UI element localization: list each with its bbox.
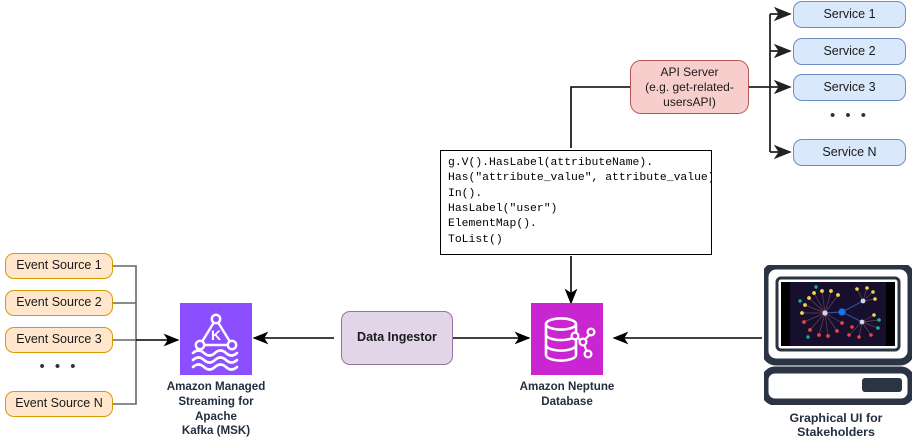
amazon-msk-label: Amazon Managed Streaming for Apache Kafk… [156, 380, 276, 439]
neptune-label-line1: Amazon Neptune [519, 380, 615, 393]
wire-api-to-services [749, 6, 792, 160]
amazon-neptune-icon [531, 303, 603, 375]
msk-label-line2: Streaming for Apache [178, 394, 254, 423]
service-label: Service N [822, 144, 877, 159]
service-label: Service 1 [823, 6, 876, 21]
gremlin-query-code: g.V().HasLabel(attributeName). Has("attr… [448, 157, 712, 246]
event-source-label: Event Source 2 [16, 295, 102, 310]
service-box-n[interactable]: Service N [793, 139, 906, 166]
amazon-msk-icon: K [180, 303, 252, 375]
neptune-label-line2: Database [541, 394, 593, 408]
wire-event-sources-to-msk [113, 265, 180, 405]
service-box-3[interactable]: Service 3 [793, 74, 906, 101]
services-ellipsis: • • • [793, 104, 906, 126]
stakeholder-monitor-illustration [761, 262, 915, 406]
msk-label-line1: Amazon Managed [166, 380, 266, 393]
svg-text:K: K [211, 327, 221, 343]
wire-api-to-query [570, 86, 630, 148]
service-box-2[interactable]: Service 2 [793, 38, 906, 65]
service-label: Service 2 [823, 43, 876, 58]
event-source-label: Event Source N [15, 396, 103, 411]
stakeholder-monitor-label: Graphical UI for Stakeholders [756, 411, 916, 439]
service-box-1[interactable]: Service 1 [793, 1, 906, 28]
event-source-box-n[interactable]: Event Source N [5, 391, 113, 417]
ellipsis-text: • • • [829, 106, 870, 124]
event-source-box-3[interactable]: Event Source 3 [5, 327, 113, 353]
data-ingestor-label: Data Ingestor [357, 330, 437, 345]
ellipsis-text: • • • [39, 357, 79, 375]
api-server-subtitle-line2: usersAPI) [663, 94, 716, 109]
amazon-neptune-label: Amazon Neptune Database [507, 380, 627, 410]
event-source-box-2[interactable]: Event Source 2 [5, 290, 113, 316]
event-sources-ellipsis: • • • [5, 355, 113, 377]
event-source-label: Event Source 1 [16, 258, 102, 273]
service-label: Service 3 [823, 79, 876, 94]
data-ingestor-box[interactable]: Data Ingestor [341, 311, 453, 365]
monitor-caption: Graphical UI for Stakeholders [789, 411, 883, 439]
api-server-title: API Server [660, 64, 719, 79]
api-server-subtitle-line1: (e.g. get-related- [645, 79, 734, 94]
api-server-box[interactable]: API Server (e.g. get-related- usersAPI) [630, 60, 749, 114]
gremlin-query-box: g.V().HasLabel(attributeName). Has("attr… [440, 150, 712, 255]
event-source-box-1[interactable]: Event Source 1 [5, 253, 113, 279]
graph-network-visualization [798, 285, 881, 339]
event-source-label: Event Source 3 [16, 332, 102, 347]
